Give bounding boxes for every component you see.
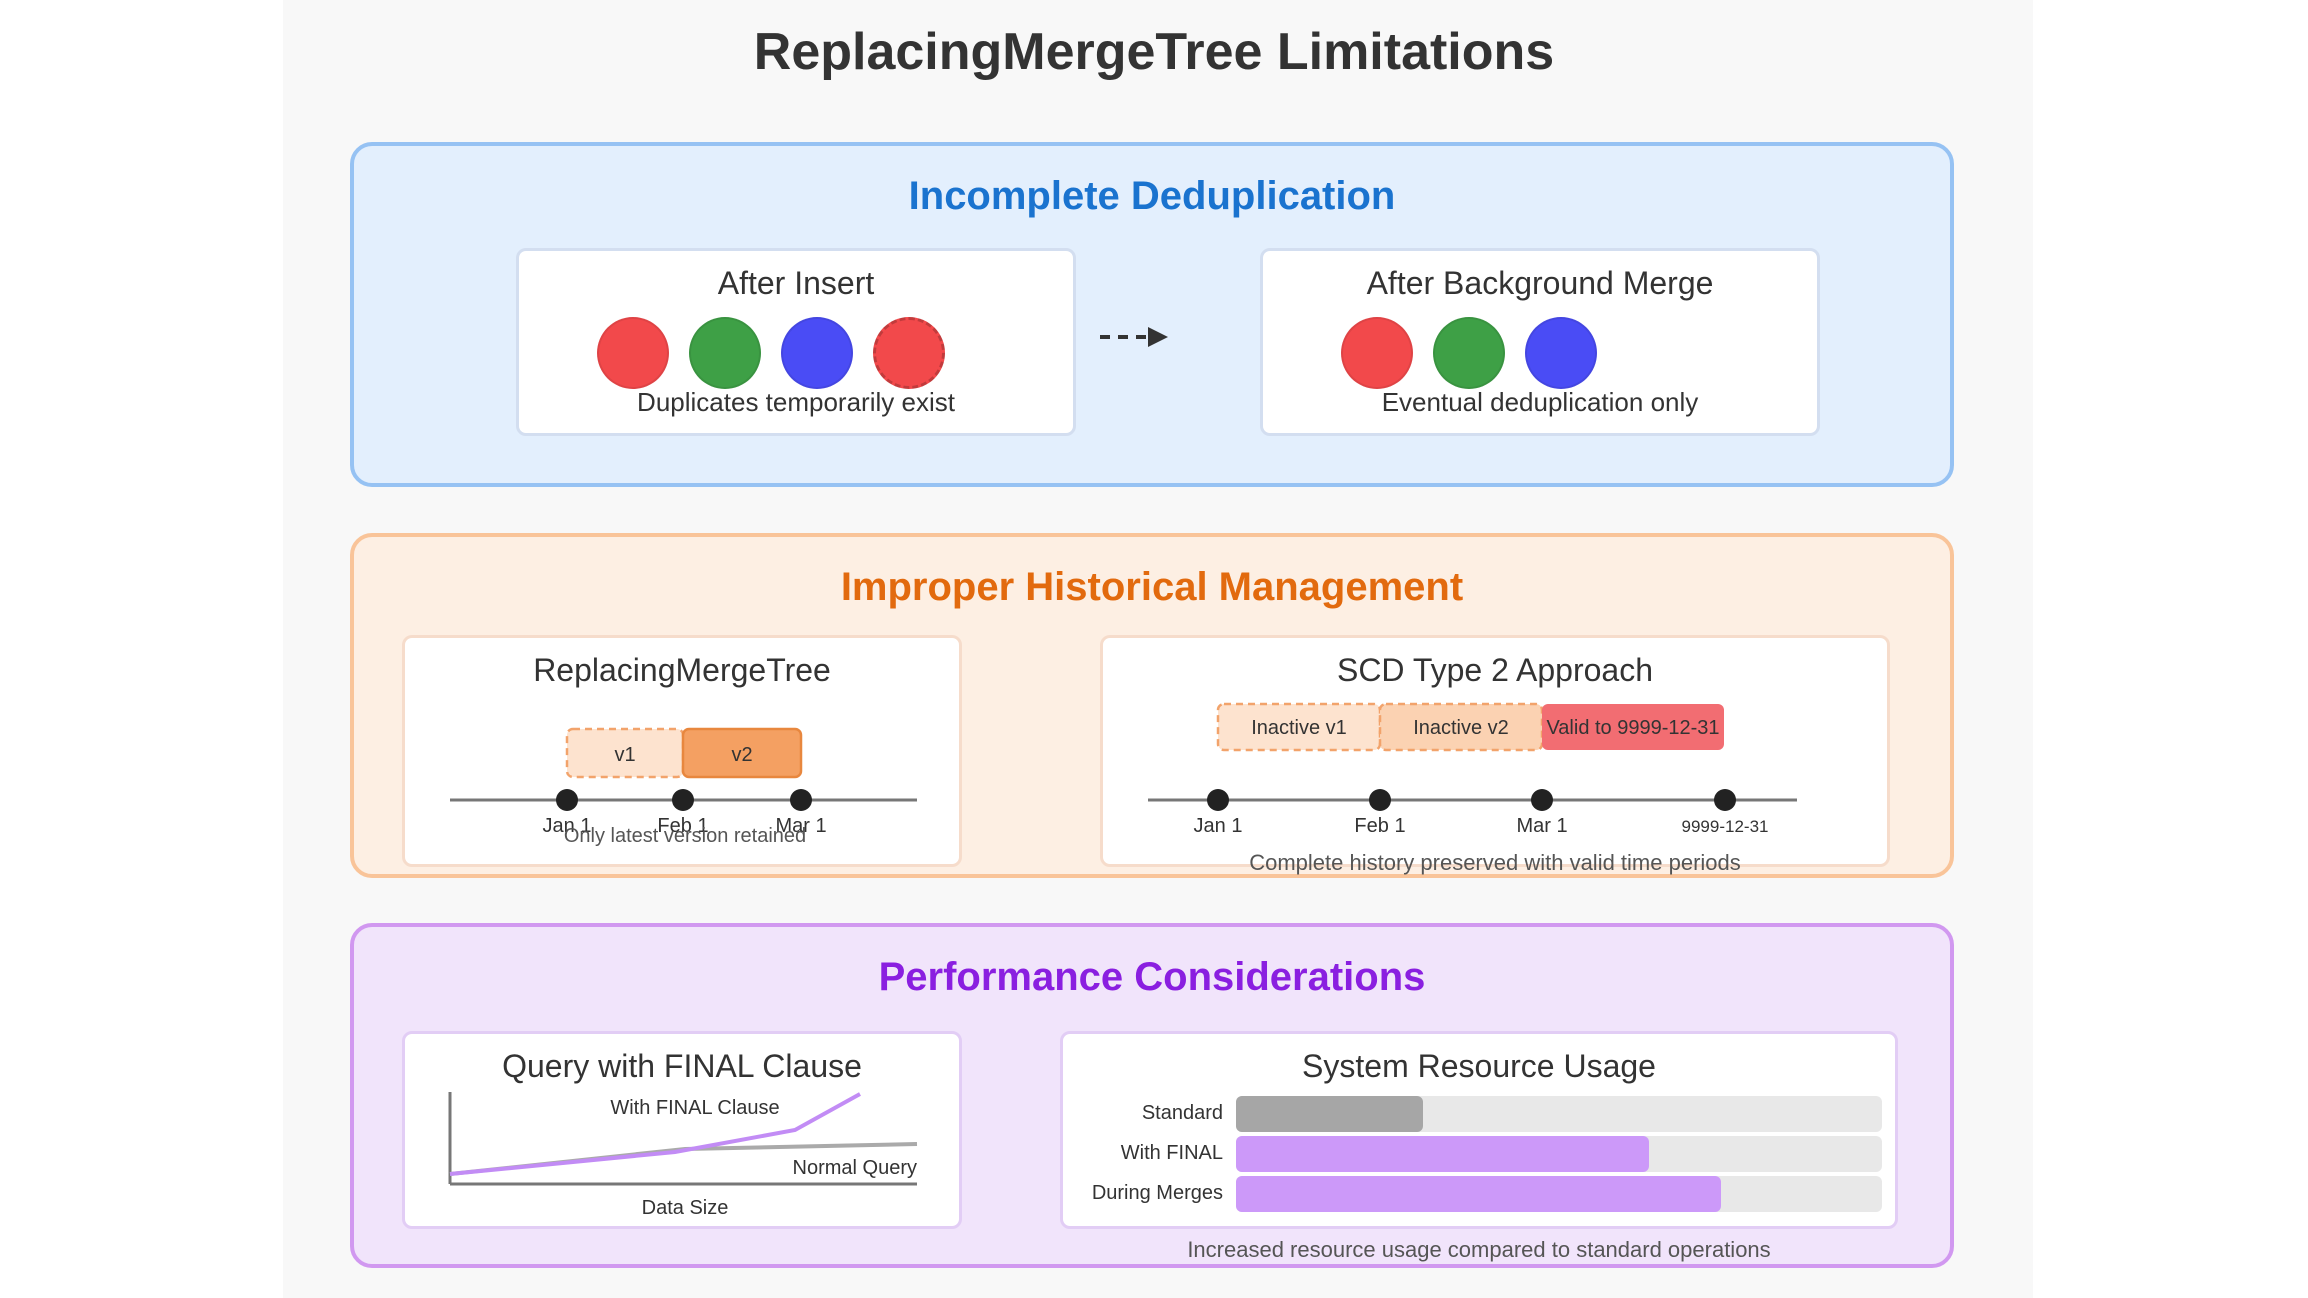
resource-row-label: Standard xyxy=(1141,1102,1223,1124)
rmt-panel-title: ReplacingMergeTree xyxy=(533,652,831,688)
resource-track xyxy=(1236,1176,1882,1212)
after-insert-caption: Duplicates temporarily exist xyxy=(637,387,955,417)
scd-panel: SCD Type 2 Approach Inactive v1 Inactive… xyxy=(1100,635,1890,867)
with-final-line xyxy=(449,1092,861,1176)
scd-inactive-v1-box xyxy=(1216,702,1382,752)
after-merge-title: After Background Merge xyxy=(1366,265,1714,301)
scd-tick-feb xyxy=(1369,789,1391,811)
rmt-panel: ReplacingMergeTree v1 v2 Jan 1 Feb 1 Mar… xyxy=(402,635,962,867)
scd-inactive-v2-label: Inactive v2 xyxy=(1413,717,1509,739)
rmt-caption: Only latest version retained xyxy=(564,825,806,847)
scd-inactive-v1-label: Inactive v1 xyxy=(1251,717,1347,739)
resource-row: With FINAL xyxy=(1063,1136,1895,1172)
insert-dot-4 xyxy=(873,317,945,389)
scd-caption: Complete history preserved with valid ti… xyxy=(1249,850,1741,875)
resource-row: Standard xyxy=(1063,1096,1895,1132)
resource-track xyxy=(1236,1096,1882,1132)
perf-section-title: Performance Considerations xyxy=(878,955,1426,999)
rmt-v2-box xyxy=(681,727,803,779)
resource-track xyxy=(1236,1136,1882,1172)
resource-row-label: With FINAL xyxy=(1120,1142,1223,1164)
after-insert-panel: After Insert Duplicates temporarily exis… xyxy=(516,248,1076,436)
rmt-tick-feb xyxy=(672,789,694,811)
scd-date-feb: Feb 1 xyxy=(1354,815,1405,837)
rmt-tick-jan xyxy=(556,789,578,811)
scd-tick-mar xyxy=(1531,789,1553,811)
page-title: ReplacingMergeTree Limitations xyxy=(753,23,1555,81)
resource-row: During Merges xyxy=(1063,1176,1895,1212)
dedup-section-title: Incomplete Deduplication xyxy=(908,174,1396,218)
rmt-date-feb: Feb 1 xyxy=(657,815,708,837)
resource-title: System Resource Usage xyxy=(1302,1048,1656,1084)
after-merge-caption: Eventual deduplication only xyxy=(1381,387,1699,417)
after-insert-title: After Insert xyxy=(717,265,875,301)
merge-arrow-icon xyxy=(1100,327,1168,347)
normal-query-label: Normal Query xyxy=(793,1157,917,1179)
query-final-chart: With FINAL Clause Normal Query Data Size xyxy=(448,1092,918,1219)
merge-dot-3 xyxy=(1525,317,1597,389)
rmt-v1-box xyxy=(565,727,685,779)
after-merge-panel: After Background Merge Eventual deduplic… xyxy=(1260,248,1820,436)
scd-date-mar: Mar 1 xyxy=(1516,815,1567,837)
history-section: Improper Historical Management Replacing… xyxy=(350,533,1954,878)
resource-caption: Increased resource usage compared to sta… xyxy=(1187,1237,1771,1262)
history-section-title: Improper Historical Management xyxy=(840,565,1464,609)
scd-timeline: Inactive v1 Inactive v2 Valid to 9999-12… xyxy=(1148,702,1797,837)
scd-inactive-v2-box xyxy=(1378,702,1544,752)
query-final-title: Query with FINAL Clause xyxy=(502,1048,862,1084)
rmt-v1-label: v1 xyxy=(614,744,635,766)
scd-date-jan: Jan 1 xyxy=(1194,815,1243,837)
merge-dot-1 xyxy=(1341,317,1413,389)
rmt-date-jan: Jan 1 xyxy=(543,815,592,837)
rmt-timeline: v1 v2 Jan 1 Feb 1 Mar 1 Only latest vers… xyxy=(450,727,917,847)
insert-dot-1 xyxy=(597,317,669,389)
merge-dot-2 xyxy=(1433,317,1505,389)
dedup-section: Incomplete Deduplication After Insert Du… xyxy=(350,142,1954,487)
resource-fill-bar xyxy=(1236,1136,1650,1172)
with-final-label: With FINAL Clause xyxy=(610,1097,779,1119)
scd-valid-label: Valid to 9999-12-31 xyxy=(1546,717,1719,739)
rmt-date-mar: Mar 1 xyxy=(775,815,826,837)
insert-dot-3 xyxy=(781,317,853,389)
insert-dot-2 xyxy=(689,317,761,389)
scd-panel-title: SCD Type 2 Approach xyxy=(1336,652,1654,688)
scd-valid-box xyxy=(1542,704,1724,750)
resource-fill-bar xyxy=(1236,1176,1721,1212)
perf-section: Performance Considerations Query with FI… xyxy=(350,923,1954,1268)
rmt-v2-label: v2 xyxy=(731,744,752,766)
rmt-tick-mar xyxy=(790,789,812,811)
resource-row-label: During Merges xyxy=(1091,1182,1223,1204)
scd-tick-jan xyxy=(1207,789,1229,811)
query-x-label: Data Size xyxy=(642,1197,729,1219)
resource-fill-bar xyxy=(1236,1096,1424,1132)
scd-tick-end xyxy=(1714,789,1736,811)
scd-date-end: 9999-12-31 xyxy=(1682,817,1769,836)
query-final-panel: Query with FINAL Clause With FINAL Claus… xyxy=(402,1031,962,1229)
